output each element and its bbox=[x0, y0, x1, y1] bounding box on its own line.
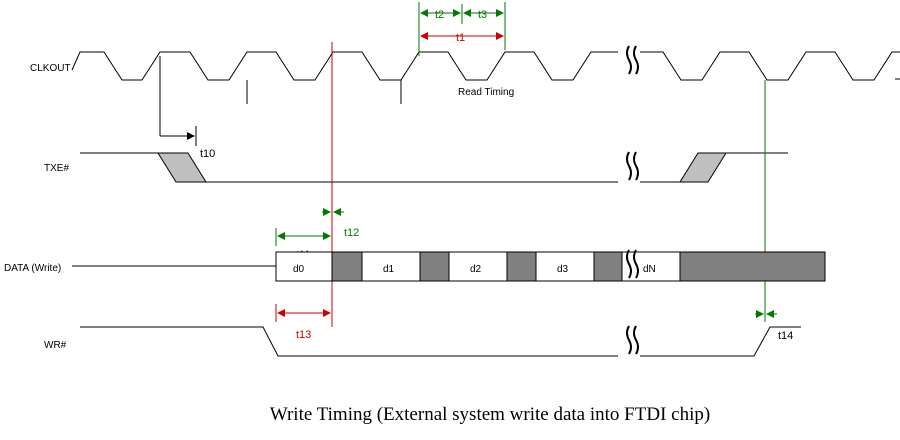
data-cell-d1: d1 bbox=[383, 264, 395, 275]
t10-marker bbox=[159, 56, 197, 146]
t3-label: t3 bbox=[478, 9, 487, 21]
wr-break-icon bbox=[626, 325, 639, 355]
txe-break-icon bbox=[626, 151, 639, 181]
t13-label: t13 bbox=[296, 329, 311, 341]
t12-label: t12 bbox=[344, 227, 359, 239]
wr-waveform bbox=[80, 326, 800, 357]
clkout-label: CLKOUT bbox=[30, 63, 71, 74]
data-cell-d2: d2 bbox=[470, 264, 482, 275]
data-cell-dn: dN bbox=[643, 264, 656, 275]
t11-t12-markers bbox=[275, 208, 344, 246]
diagram-caption: Write Timing (External system write data… bbox=[270, 404, 710, 425]
clkout-break-icon bbox=[626, 45, 639, 75]
t1-t2-t3-markers bbox=[418, 2, 506, 56]
t1-label: t1 bbox=[456, 32, 465, 44]
t13-marker bbox=[275, 304, 331, 322]
t14-label: t14 bbox=[778, 330, 793, 342]
txe-waveform bbox=[80, 152, 788, 183]
wr-label: WR# bbox=[44, 340, 67, 351]
t10-label: t10 bbox=[200, 148, 215, 160]
clkout-waveform bbox=[71, 51, 900, 81]
t2-label: t2 bbox=[435, 9, 444, 21]
read-timing-label: Read Timing bbox=[458, 87, 514, 98]
data-bus bbox=[275, 251, 826, 282]
data-cell-d0: d0 bbox=[293, 264, 305, 275]
data-break-icon bbox=[626, 249, 639, 279]
data-write-label: DATA (Write) bbox=[4, 263, 61, 274]
data-cell-d3: d3 bbox=[557, 264, 569, 275]
txe-label: TXE# bbox=[44, 163, 69, 174]
